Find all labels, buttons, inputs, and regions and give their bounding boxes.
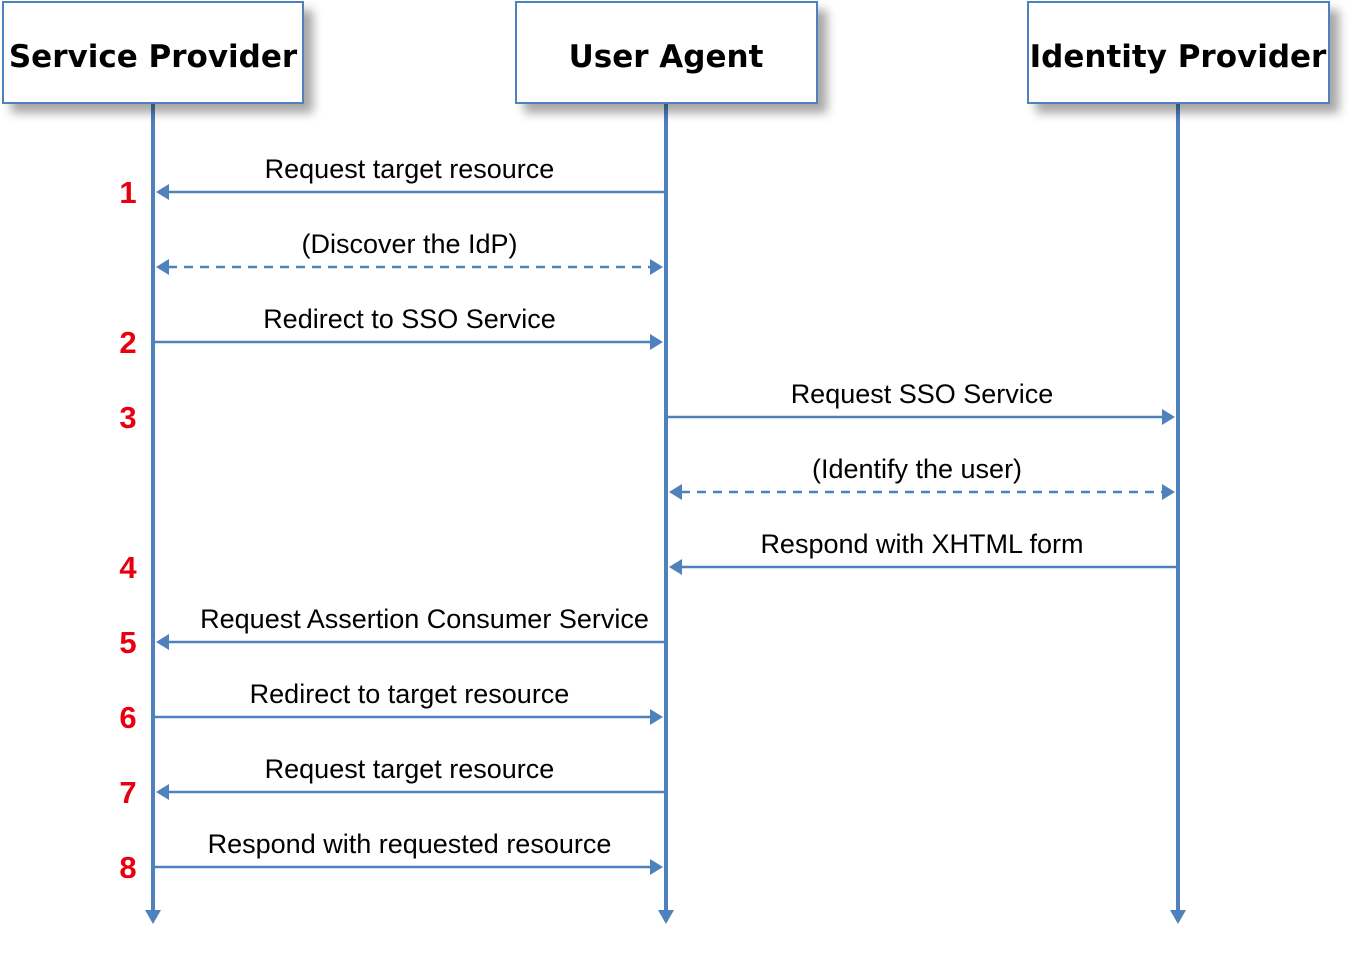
message-arrowhead xyxy=(669,484,682,500)
message-arrowhead xyxy=(1162,409,1175,425)
step-number: 7 xyxy=(119,775,136,810)
message: (Identify the user) xyxy=(669,454,1175,500)
message: Respond with requested resource 8 xyxy=(119,829,663,885)
message-label: Request target resource xyxy=(265,754,555,784)
actor-user-agent: User Agent xyxy=(515,1,818,104)
lifeline-arrowhead xyxy=(1170,910,1186,924)
message-label: Redirect to SSO Service xyxy=(263,304,556,334)
actor-identity-provider: Identity Provider xyxy=(1027,1,1330,104)
message-arrowhead xyxy=(669,559,682,575)
message-arrowhead xyxy=(156,784,169,800)
message-label: (Identify the user) xyxy=(812,454,1022,484)
message: Request target resource 1 xyxy=(119,154,666,210)
message-label: Request SSO Service xyxy=(791,379,1054,409)
message: Request target resource 7 xyxy=(119,754,666,810)
actor-label: Service Provider xyxy=(9,39,298,75)
message: Respond with XHTML form 4 xyxy=(119,529,1178,585)
step-number: 8 xyxy=(119,850,136,885)
step-number: 1 xyxy=(119,175,136,210)
step-number: 4 xyxy=(119,550,137,585)
message-arrowhead xyxy=(156,259,169,275)
actor-label: User Agent xyxy=(569,39,764,75)
message-arrowhead xyxy=(156,634,169,650)
message: Request SSO Service 3 xyxy=(119,379,1175,435)
actor-box xyxy=(2,1,304,104)
actor-box xyxy=(515,1,818,104)
step-number: 5 xyxy=(119,625,136,660)
actor-service-provider: Service Provider xyxy=(2,1,304,104)
step-number: 2 xyxy=(119,325,136,360)
step-number: 3 xyxy=(119,400,136,435)
message: Redirect to SSO Service 2 xyxy=(119,304,663,360)
message-arrowhead xyxy=(156,184,169,200)
message-label: Respond with XHTML form xyxy=(760,529,1083,559)
message-arrowhead xyxy=(650,859,663,875)
message: Redirect to target resource 6 xyxy=(119,679,663,735)
message-label: Request target resource xyxy=(265,154,555,184)
message-label: (Discover the IdP) xyxy=(301,229,517,259)
actor-label: Identity Provider xyxy=(1030,39,1327,75)
message-label: Request Assertion Consumer Service xyxy=(200,604,649,634)
message-arrowhead xyxy=(650,334,663,350)
message-label: Respond with requested resource xyxy=(208,829,612,859)
message-arrowhead xyxy=(1162,484,1175,500)
message-arrowhead xyxy=(650,259,663,275)
message-label: Redirect to target resource xyxy=(250,679,570,709)
message: Request Assertion Consumer Service 5 xyxy=(119,604,666,660)
message-arrowhead xyxy=(650,709,663,725)
message: (Discover the IdP) xyxy=(156,229,663,275)
lifeline-arrowhead xyxy=(145,910,161,924)
actor-box xyxy=(1027,1,1330,104)
lifeline-arrowhead xyxy=(658,910,674,924)
step-number: 6 xyxy=(119,700,136,735)
